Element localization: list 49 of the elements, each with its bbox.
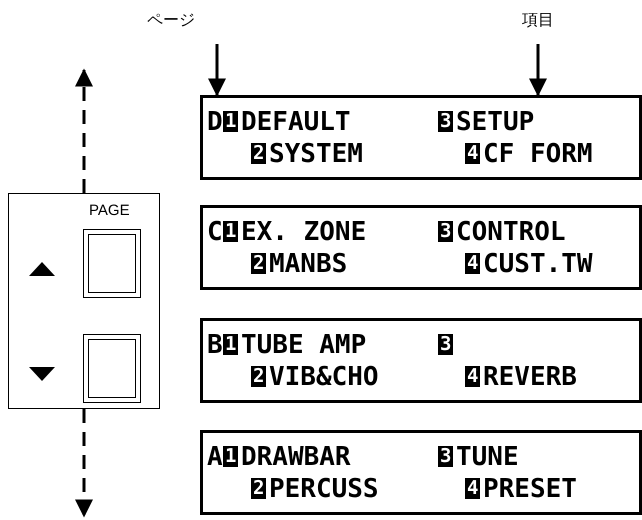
menu-item-label: CONTROL bbox=[456, 218, 566, 246]
item-number: 4 bbox=[465, 478, 480, 499]
menu-item-label: SETUP bbox=[456, 108, 534, 136]
item-number: 4 bbox=[465, 143, 480, 164]
menu-item-label: TUNE bbox=[456, 443, 519, 471]
menu-item-label: EX. ZONE bbox=[241, 218, 366, 246]
menu-item-label: VIB&CHO bbox=[269, 363, 379, 391]
page-letter: C bbox=[207, 218, 223, 246]
panel-label: PAGE bbox=[89, 202, 130, 219]
callout-label: ページ bbox=[147, 10, 195, 31]
arrow bbox=[75, 409, 93, 518]
item-number: 2 bbox=[251, 143, 266, 164]
arrow bbox=[75, 68, 93, 193]
menu-item-label: REVERB bbox=[483, 363, 577, 391]
menu-item-label: DEFAULT bbox=[241, 108, 351, 136]
menu-item-label: PERCUSS bbox=[269, 475, 379, 503]
control-panel bbox=[8, 193, 160, 409]
lcd-screen bbox=[200, 430, 642, 515]
item-number: 3 bbox=[438, 221, 454, 242]
page-letter: D bbox=[207, 108, 223, 136]
item-number: 1 bbox=[223, 334, 238, 355]
leader-arrow bbox=[208, 44, 226, 96]
item-number: 2 bbox=[251, 253, 266, 274]
item-number: 1 bbox=[223, 111, 238, 132]
item-number: 1 bbox=[223, 446, 238, 467]
item-number: 4 bbox=[465, 253, 480, 274]
menu-item-label: PRESET bbox=[483, 475, 577, 503]
item-number: 4 bbox=[465, 366, 480, 387]
page-letter: B bbox=[207, 331, 223, 359]
menu-item-label: CUST.TW bbox=[483, 250, 593, 278]
push-button bbox=[83, 334, 141, 403]
menu-item-label: CF FORM bbox=[483, 140, 593, 168]
callout-label: 項目 bbox=[522, 10, 554, 31]
item-number: 3 bbox=[438, 334, 454, 355]
menu-item-label: TUBE AMP bbox=[241, 331, 366, 359]
item-number: 2 bbox=[251, 366, 266, 387]
lcd-screen bbox=[200, 205, 642, 290]
lcd-screen bbox=[200, 318, 642, 403]
menu-item-label: MANBS bbox=[269, 250, 348, 278]
item-number: 2 bbox=[251, 478, 266, 499]
item-number: 3 bbox=[438, 446, 454, 467]
menu-item-label: DRAWBAR bbox=[241, 443, 351, 471]
item-number: 1 bbox=[223, 221, 238, 242]
lcd-screen bbox=[200, 95, 642, 180]
page-letter: A bbox=[207, 443, 223, 471]
menu-item-label: SYSTEM bbox=[269, 140, 363, 168]
leader-arrow bbox=[529, 44, 547, 96]
push-button bbox=[83, 229, 141, 298]
item-number: 3 bbox=[438, 111, 454, 132]
